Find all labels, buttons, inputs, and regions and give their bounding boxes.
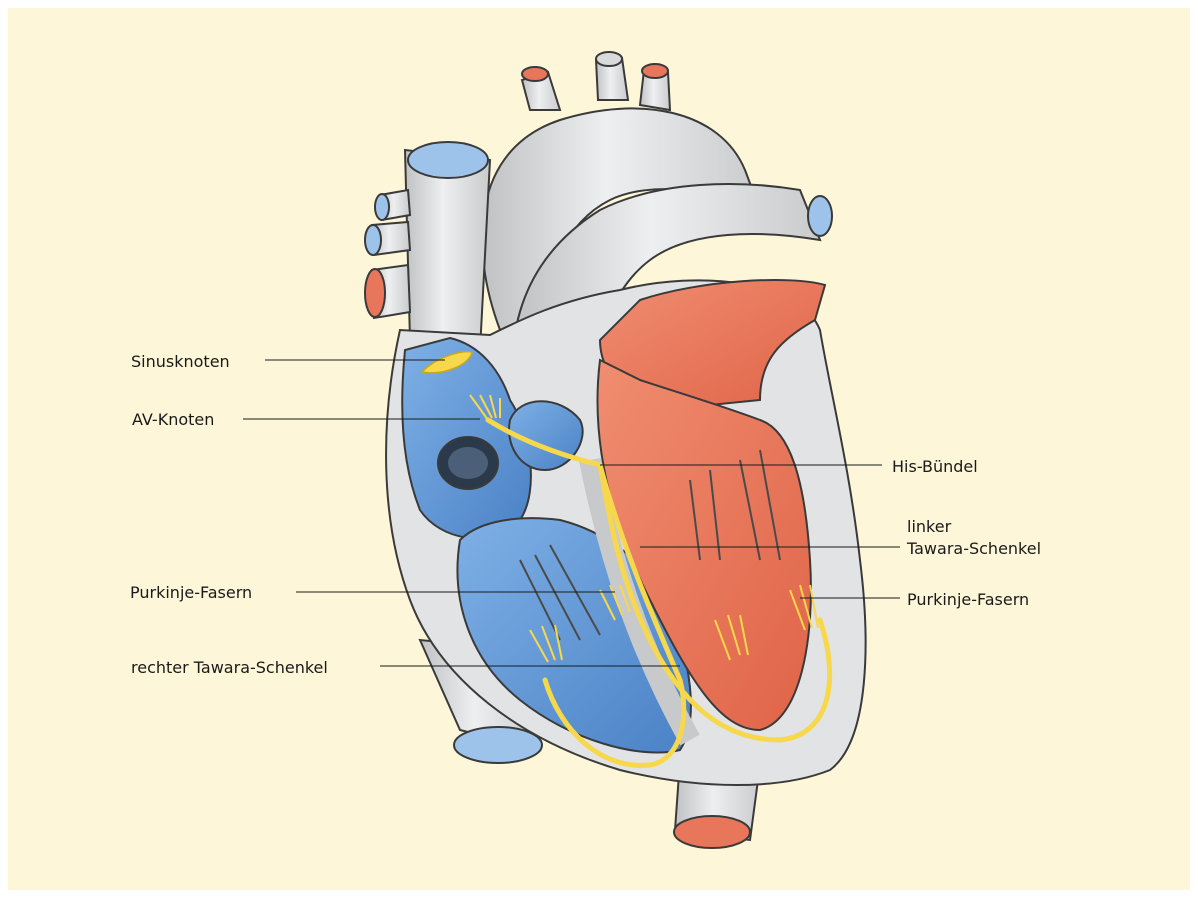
superior-vena-cava-opening: [408, 142, 488, 178]
pulmonary-vein-2-opening: [365, 225, 381, 255]
label-sinusknoten: Sinusknoten: [131, 351, 230, 372]
pulmonary-vein-1-opening: [375, 194, 389, 220]
aortic-branch-3-opening: [642, 64, 668, 78]
label-av-knoten: AV-Knoten: [132, 409, 214, 430]
pulmonary-vein-3-opening: [365, 269, 385, 317]
label-linker-line1: linker: [907, 516, 951, 537]
descending-aorta-opening: [674, 816, 750, 848]
label-rechter-tawara: rechter Tawara-Schenkel: [131, 657, 328, 678]
aortic-branch-2-opening: [596, 52, 622, 66]
label-purkinje-right: Purkinje-Fasern: [907, 589, 1029, 610]
inferior-vena-cava-opening: [454, 727, 542, 763]
aortic-branch-1-opening: [522, 67, 548, 81]
pulmonary-artery-opening: [808, 196, 832, 236]
label-purkinje-left: Purkinje-Fasern: [130, 582, 252, 603]
label-linker-line2: Tawara-Schenkel: [907, 538, 1041, 559]
superior-vena-cava: [405, 150, 490, 350]
label-his-buendel: His-Bündel: [892, 456, 978, 477]
